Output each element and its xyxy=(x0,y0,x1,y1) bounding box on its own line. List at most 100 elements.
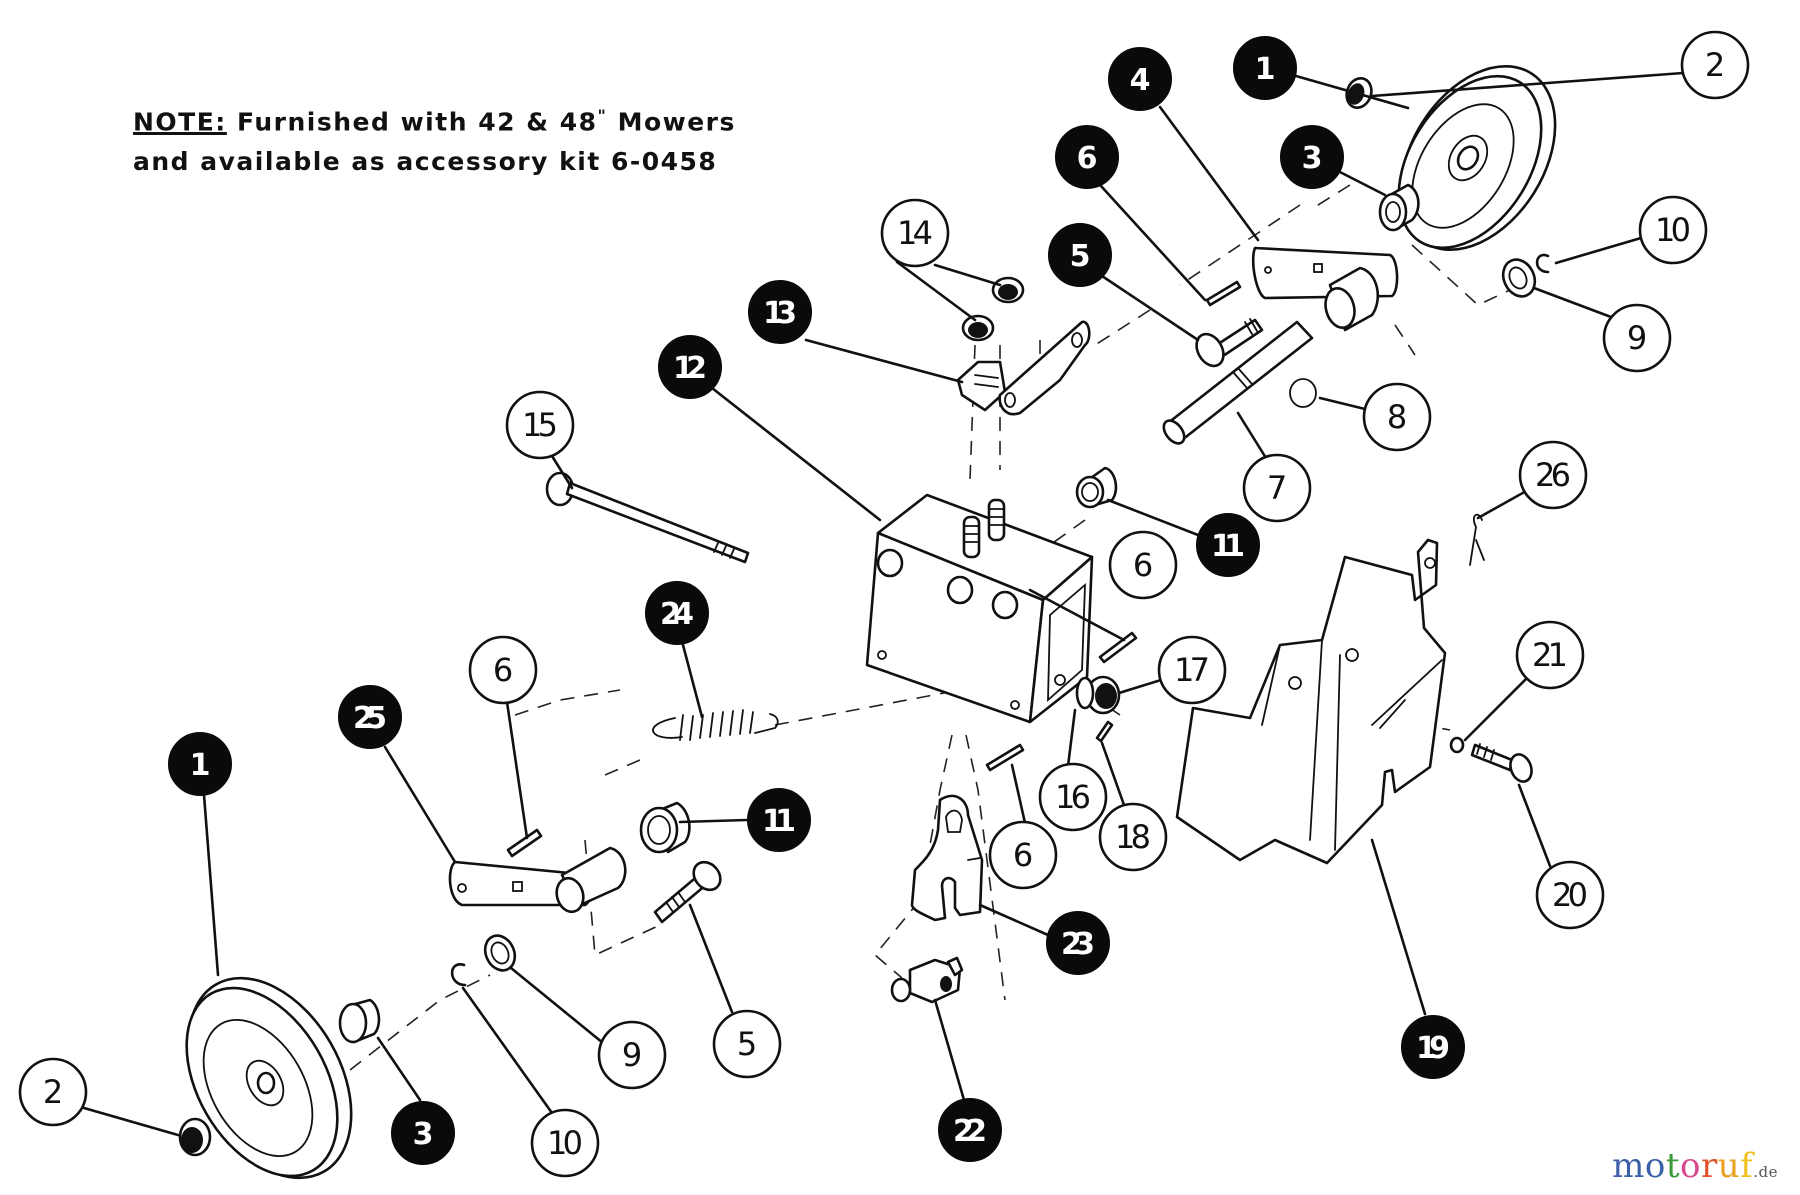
note-line-1-text: Furnished with 42 & 48 xyxy=(237,107,598,137)
callout-circle xyxy=(391,1101,455,1165)
callout-circle xyxy=(1638,195,1708,265)
callout-number: 4 xyxy=(1130,63,1151,98)
callout-number: 1 xyxy=(1255,52,1276,87)
brand-watermark: motoruf.de xyxy=(1612,1146,1778,1186)
callout-circle xyxy=(597,1020,667,1090)
callout-number: 20 xyxy=(1552,876,1588,914)
callout-part-10: 10 xyxy=(1638,195,1708,265)
callout-number: 24 xyxy=(660,597,694,632)
callout-number: 11 xyxy=(762,804,796,839)
callout-circle xyxy=(1046,911,1110,975)
callout-part-2: 2 xyxy=(1680,30,1750,100)
callout-circle xyxy=(505,390,575,460)
brand-letter: u xyxy=(1717,1146,1741,1186)
callout-part-13: 13 xyxy=(748,280,812,344)
brand-letter: m xyxy=(1612,1146,1645,1186)
callout-circle xyxy=(880,198,950,268)
part-washer-lower xyxy=(483,934,517,972)
callout-circle xyxy=(468,635,538,705)
part-clevis-pin-lower xyxy=(653,860,722,924)
part-long-bolt-15 xyxy=(545,471,750,564)
callout-part-3: 3 xyxy=(1280,125,1344,189)
callout-circle xyxy=(1680,30,1750,100)
callout-circle xyxy=(1196,513,1260,577)
callout-number: 6 xyxy=(493,651,513,689)
callout-number: 3 xyxy=(413,1117,434,1152)
callout-number: 9 xyxy=(622,1036,642,1074)
callout-circle xyxy=(1108,530,1178,600)
callout-part-17: 17 xyxy=(1157,635,1227,705)
callout-part-15: 15 xyxy=(505,390,575,460)
callout-circle xyxy=(1515,620,1585,690)
callout-circle xyxy=(988,820,1058,890)
callout-part-22: 22 xyxy=(938,1098,1002,1162)
callout-number: 11 xyxy=(1211,529,1245,564)
part-pulley-lower xyxy=(185,976,353,1180)
callout-part-4: 4 xyxy=(1108,47,1172,111)
callout-number: 10 xyxy=(547,1124,583,1162)
callout-circle xyxy=(712,1009,782,1079)
callout-part-12: 12 xyxy=(658,335,722,399)
callout-number: 2 xyxy=(43,1073,63,1111)
callout-part-3: 3 xyxy=(391,1101,455,1165)
callout-part-11: 11 xyxy=(747,788,811,852)
part-clevis-pin-upper xyxy=(1195,318,1264,368)
callout-number: 6 xyxy=(1077,141,1098,176)
callout-part-23: 23 xyxy=(1046,911,1110,975)
callout-part-1: 1 xyxy=(1233,36,1297,100)
callout-circle xyxy=(1108,47,1172,111)
callout-circle xyxy=(1242,453,1312,523)
callout-number: 25 xyxy=(353,701,387,736)
callout-number: 16 xyxy=(1055,778,1091,816)
note-line-2: and available as accessory kit 6-0458 xyxy=(133,147,718,177)
part-nuts-14 xyxy=(961,276,1025,342)
callout-part-18: 18 xyxy=(1098,802,1168,872)
part-arm-lower xyxy=(448,846,627,914)
part-bracket-13 xyxy=(956,320,1091,416)
callout-number: 15 xyxy=(522,406,558,444)
callout-part-14: 14 xyxy=(880,198,950,268)
part-fork-23 xyxy=(910,794,984,922)
part-e-clip-lower xyxy=(450,963,467,987)
part-retaining-ring-8 xyxy=(1289,378,1317,408)
brand-name: motoruf xyxy=(1612,1146,1753,1186)
callout-part-8: 8 xyxy=(1362,382,1432,452)
callout-circle xyxy=(645,581,709,645)
part-cotter-pin-lower-left xyxy=(506,828,543,858)
callout-part-20: 20 xyxy=(1535,860,1605,930)
part-bushing-11-lower xyxy=(639,801,691,854)
part-hairpin-26 xyxy=(1469,513,1485,566)
part-bushing-upper xyxy=(1378,183,1420,232)
callout-part-25: 25 xyxy=(338,685,402,749)
callout-number: 6 xyxy=(1133,546,1153,584)
callout-number: 21 xyxy=(1532,636,1568,674)
callout-part-24: 24 xyxy=(645,581,709,645)
callout-number: 13 xyxy=(763,296,797,331)
callout-circle xyxy=(338,685,402,749)
part-pulley-upper xyxy=(1397,64,1557,252)
part-washer-21 xyxy=(1449,736,1465,754)
part-bolt-20 xyxy=(1470,743,1533,783)
part-pin-18 xyxy=(1095,720,1114,743)
part-nut-lower xyxy=(178,1117,212,1157)
callout-part-6: 6 xyxy=(468,635,538,705)
callout-part-16: 16 xyxy=(1038,762,1108,832)
part-e-clip-upper xyxy=(1535,253,1550,274)
part-washer-16 xyxy=(1075,676,1095,710)
part-arm-upper xyxy=(1251,246,1399,332)
callout-part-1: 1 xyxy=(168,732,232,796)
callout-circle xyxy=(1048,223,1112,287)
callout-circle xyxy=(747,788,811,852)
callout-circle xyxy=(530,1108,600,1178)
brand-letter: o xyxy=(1680,1146,1701,1186)
callout-part-11: 11 xyxy=(1196,513,1260,577)
part-control-box-12 xyxy=(865,493,1094,724)
callout-circle xyxy=(1098,802,1168,872)
callout-part-9: 9 xyxy=(1602,303,1672,373)
callout-number: 10 xyxy=(1655,211,1691,249)
callout-part-9: 9 xyxy=(597,1020,667,1090)
callout-number: 2 xyxy=(1705,46,1725,84)
callout-circle xyxy=(168,732,232,796)
